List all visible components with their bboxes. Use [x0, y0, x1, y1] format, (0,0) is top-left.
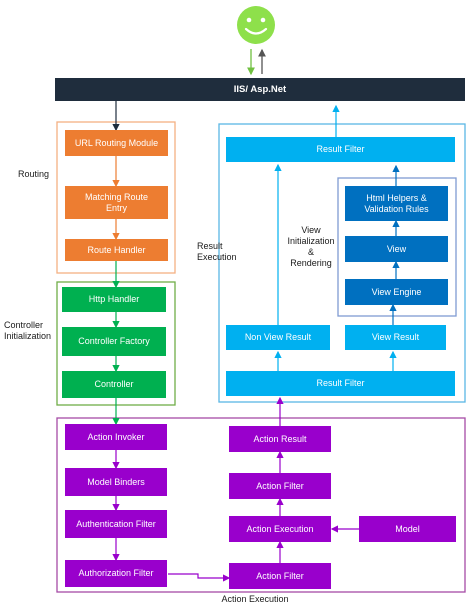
action-filter-upper-box: Action Filter: [256, 480, 304, 491]
action-result-box: Action Result: [253, 433, 307, 444]
result-filter-top-box: Result Filter: [316, 144, 365, 154]
action-invoker-box: Action Invoker: [87, 431, 145, 442]
result-filter-bottom-box: Result Filter: [316, 378, 365, 388]
view-result-box: View Result: [371, 332, 420, 342]
connectors: [112, 101, 400, 582]
matching-route-entry-box: Matching Route Entry: [84, 191, 149, 213]
iis-aspnet-bar: [55, 78, 465, 101]
http-handler-box: Http Handler: [88, 294, 140, 304]
action-execution-frame: [56, 417, 466, 593]
result-execution-label: Result Execution: [197, 241, 237, 262]
view-rendering-frame: [337, 177, 457, 317]
html-helpers-box: Html Helpers & Validation Rules: [364, 192, 429, 214]
model-binders-box: Model Binders: [87, 476, 145, 487]
box-shapes: [62, 130, 456, 589]
action-execution-box: Action Execution: [246, 523, 314, 534]
result-execution-frame: [218, 123, 466, 403]
route-handler-box: Route Handler: [87, 244, 146, 255]
action-execution-label: Action Execution: [200, 594, 310, 605]
routing-label: Routing: [18, 169, 50, 179]
view-engine-box: View Engine: [371, 286, 422, 297]
view-initialization-rendering-label: View Initialization & Rendering: [287, 225, 335, 268]
url-routing-module-box: URL Routing Module: [74, 137, 159, 148]
action-filter-lower-box: Action Filter: [256, 570, 304, 581]
iis-aspnet-label: IIS/ Asp.Net: [233, 84, 287, 95]
controller-initialization-label: Controller Initialization: [4, 320, 52, 341]
controller-factory-box: Controller Factory: [78, 336, 150, 346]
controller-box: Controller: [94, 379, 134, 389]
model-box: Model: [395, 523, 420, 534]
authentication-filter-box: Authentication Filter: [76, 518, 156, 529]
view-box: View: [386, 243, 407, 254]
non-view-result-box: Non View Result: [244, 332, 312, 342]
authorization-filter-box: Authorization Filter: [78, 568, 154, 578]
user-smiley-icon: [237, 6, 275, 44]
